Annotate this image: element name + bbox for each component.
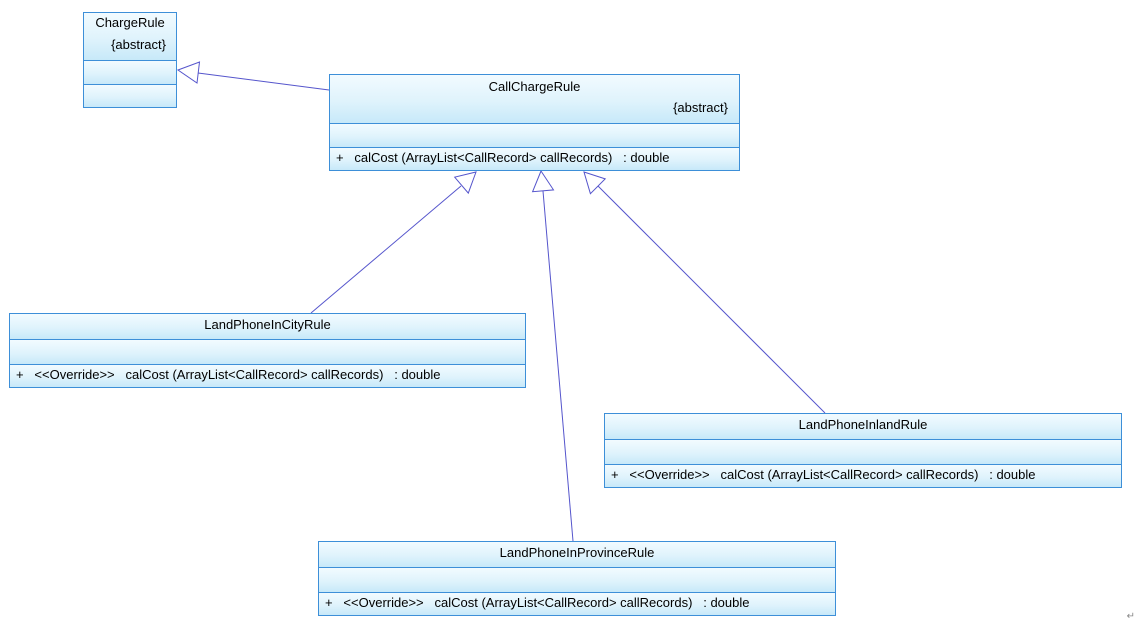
class-name: LandPhoneInlandRule xyxy=(798,417,928,432)
operations-section: + <<Override>> calCost (ArrayList<CallRe… xyxy=(10,364,525,387)
operations-section: + <<Override>> calCost (ArrayList<CallRe… xyxy=(319,592,835,615)
attributes-section xyxy=(10,339,525,364)
attributes-section xyxy=(84,60,176,84)
stereotype-label: {abstract} xyxy=(111,37,166,52)
operation-calcost: + <<Override>> calCost (ArrayList<CallRe… xyxy=(325,595,750,610)
generalization-inprovince-to-callchargerule xyxy=(542,190,574,542)
operation-calcost: + <<Override>> calCost (ArrayList<CallRe… xyxy=(16,367,441,382)
paragraph-mark: ↵ xyxy=(1126,611,1135,622)
class-name-section: ChargeRule {abstract} xyxy=(84,13,176,60)
class-name-section: LandPhoneInCityRule xyxy=(10,314,525,339)
class-name: LandPhoneInCityRule xyxy=(204,317,331,332)
attributes-section xyxy=(330,123,739,147)
class-name: ChargeRule xyxy=(95,15,165,30)
generalization-arrowhead xyxy=(453,171,477,195)
operation-calcost: + <<Override>> calCost (ArrayList<CallRe… xyxy=(611,467,1036,482)
attributes-section xyxy=(319,567,835,592)
class-name-section: LandPhoneInlandRule xyxy=(605,414,1121,439)
generalization-arrowhead xyxy=(531,169,555,193)
class-landphoneinlandrule[interactable]: LandPhoneInlandRule + <<Override>> calCo… xyxy=(604,413,1122,488)
operations-section xyxy=(84,84,176,107)
generalization-incity-to-callchargerule xyxy=(310,185,462,314)
class-landphoneinprovincerule[interactable]: LandPhoneInProvinceRule + <<Override>> c… xyxy=(318,541,836,616)
class-callchargerule[interactable]: CallChargeRule {abstract} + calCost (Arr… xyxy=(329,74,740,171)
class-name: LandPhoneInProvinceRule xyxy=(499,545,655,560)
class-chargerule[interactable]: ChargeRule {abstract} xyxy=(83,12,177,108)
class-name: CallChargeRule xyxy=(488,79,581,94)
class-landphoneincityrule[interactable]: LandPhoneInCityRule + <<Override>> calCo… xyxy=(9,313,526,388)
attributes-section xyxy=(605,439,1121,464)
stereotype-label: {abstract} xyxy=(673,100,728,115)
operations-section: + calCost (ArrayList<CallRecord> callRec… xyxy=(330,147,739,170)
generalization-arrowhead xyxy=(176,61,201,84)
operations-section: + <<Override>> calCost (ArrayList<CallRe… xyxy=(605,464,1121,487)
operation-calcost: + calCost (ArrayList<CallRecord> callRec… xyxy=(336,150,670,165)
class-name-section: CallChargeRule {abstract} xyxy=(330,75,739,123)
class-name-section: LandPhoneInProvinceRule xyxy=(319,542,835,567)
generalization-arrowhead xyxy=(583,171,607,195)
generalization-callchargerule-to-chargerule xyxy=(197,72,330,91)
generalization-inland-to-callchargerule xyxy=(597,185,826,414)
